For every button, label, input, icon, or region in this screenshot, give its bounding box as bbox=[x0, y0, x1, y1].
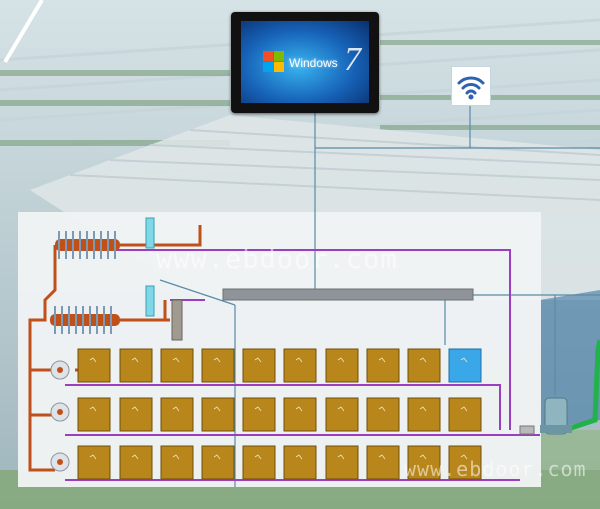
cabinet-marker bbox=[213, 357, 221, 363]
control-bus-bar bbox=[222, 288, 474, 301]
sensor-upper bbox=[145, 217, 155, 249]
cabinet bbox=[325, 348, 359, 383]
watermark-text: www.ebdoor.com bbox=[156, 244, 398, 275]
wifi-icon bbox=[451, 66, 491, 106]
cabinet bbox=[407, 397, 441, 432]
cabinet-marker bbox=[419, 406, 427, 412]
cabinet bbox=[325, 397, 359, 432]
cabinet bbox=[77, 445, 111, 480]
cabinet bbox=[283, 348, 317, 383]
os-version: 7 bbox=[344, 41, 361, 78]
cabinet-marker bbox=[213, 454, 221, 460]
cabinet-marker bbox=[337, 357, 345, 363]
manifold-tap bbox=[65, 231, 67, 259]
touchscreen-monitor[interactable]: Windows 7 bbox=[231, 12, 379, 113]
cabinet-marker bbox=[254, 357, 262, 363]
cabinet-marker bbox=[295, 357, 303, 363]
manifold-upper bbox=[55, 231, 120, 259]
pump-row-2 bbox=[50, 402, 70, 422]
cabinet bbox=[242, 348, 276, 383]
watermark-text: www.ebdoor.com bbox=[404, 457, 587, 481]
cabinet-marker bbox=[378, 454, 386, 460]
cabinet bbox=[119, 348, 153, 383]
cabinet bbox=[366, 445, 400, 480]
inline-filter bbox=[519, 425, 535, 435]
cabinet-marker bbox=[213, 406, 221, 412]
cabinet bbox=[448, 348, 482, 383]
manifold-tap bbox=[96, 306, 98, 334]
main-pump bbox=[540, 397, 572, 435]
windows-logo-icon bbox=[263, 51, 285, 73]
cabinet bbox=[160, 397, 194, 432]
cabinet-marker bbox=[89, 454, 97, 460]
cabinet-grid bbox=[77, 348, 482, 480]
cabinet bbox=[366, 348, 400, 383]
cabinet-marker bbox=[131, 357, 139, 363]
cabinet-marker bbox=[337, 406, 345, 412]
cabinet-marker bbox=[295, 406, 303, 412]
cabinet-marker bbox=[378, 406, 386, 412]
cabinet bbox=[325, 445, 359, 480]
manifold-tap bbox=[72, 231, 74, 259]
cabinet bbox=[201, 348, 235, 383]
cabinet bbox=[448, 397, 482, 432]
cabinet bbox=[242, 445, 276, 480]
manifold-tap bbox=[58, 231, 60, 259]
os-title: Windows bbox=[289, 56, 338, 70]
cabinet-marker bbox=[419, 357, 427, 363]
cabinet-marker bbox=[172, 454, 180, 460]
cabinet bbox=[77, 348, 111, 383]
manifold-tap bbox=[75, 306, 77, 334]
cabinet-marker bbox=[89, 357, 97, 363]
manifold-lower bbox=[50, 306, 120, 334]
cabinet bbox=[77, 397, 111, 432]
cabinet-marker bbox=[172, 357, 180, 363]
manifold-tap bbox=[103, 306, 105, 334]
manifold-tap bbox=[89, 306, 91, 334]
cabinet-marker bbox=[460, 357, 468, 363]
cabinet bbox=[119, 397, 153, 432]
cabinet-marker bbox=[460, 454, 468, 460]
manifold-tap bbox=[93, 231, 95, 259]
cabinet bbox=[407, 348, 441, 383]
cabinet-marker bbox=[337, 454, 345, 460]
cabinet bbox=[283, 397, 317, 432]
cabinet bbox=[366, 397, 400, 432]
cabinet bbox=[242, 397, 276, 432]
manifold-tap bbox=[100, 231, 102, 259]
monitor-screen: Windows 7 bbox=[241, 21, 369, 103]
pump-row-3 bbox=[50, 452, 70, 472]
mixing-tank bbox=[171, 299, 183, 341]
manifold-tap bbox=[86, 231, 88, 259]
cabinet-marker bbox=[460, 406, 468, 412]
cabinet-marker bbox=[419, 454, 427, 460]
manifold-tap bbox=[114, 231, 116, 259]
cabinet-marker bbox=[131, 454, 139, 460]
cabinet-marker bbox=[295, 454, 303, 460]
cabinet bbox=[160, 348, 194, 383]
manifold-tap bbox=[110, 306, 112, 334]
manifold-tap bbox=[82, 306, 84, 334]
sensor-lower bbox=[145, 285, 155, 317]
cabinet-marker bbox=[89, 406, 97, 412]
cabinet-marker bbox=[254, 406, 262, 412]
cabinet bbox=[201, 397, 235, 432]
manifold-tap bbox=[79, 231, 81, 259]
cabinet-marker bbox=[378, 357, 386, 363]
cabinet-marker bbox=[131, 406, 139, 412]
manifold-tap bbox=[68, 306, 70, 334]
pump-row-1 bbox=[50, 360, 70, 380]
manifold-tap bbox=[54, 306, 56, 334]
cabinet bbox=[119, 445, 153, 480]
manifold-tap bbox=[61, 306, 63, 334]
cabinet-marker bbox=[172, 406, 180, 412]
cabinet bbox=[283, 445, 317, 480]
cabinet bbox=[160, 445, 194, 480]
manifold-tap bbox=[107, 231, 109, 259]
cabinet bbox=[201, 445, 235, 480]
cabinet bbox=[407, 445, 441, 480]
cabinet-marker bbox=[254, 454, 262, 460]
cabinet bbox=[448, 445, 482, 480]
